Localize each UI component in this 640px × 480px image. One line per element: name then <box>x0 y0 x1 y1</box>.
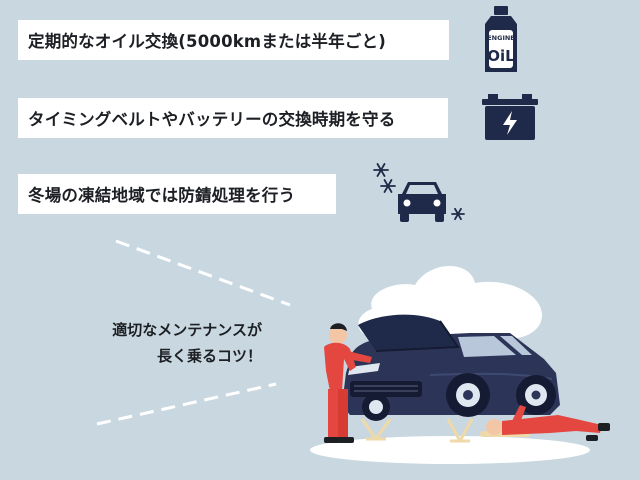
ground-shadow <box>310 436 590 464</box>
car-hood <box>358 314 458 351</box>
oil-label-line1: ENGINE <box>487 34 515 42</box>
snow-car-icon <box>373 163 465 222</box>
oil-label-line2: OiL <box>487 47 515 65</box>
car-wheel <box>362 393 390 421</box>
snowflake-icon <box>380 179 396 193</box>
lying-mechanic <box>480 405 610 441</box>
tip-belt-battery: タイミングベルトやバッテリーの交換時期を守る <box>18 98 448 138</box>
jack-stand <box>446 418 474 443</box>
standing-mechanic <box>324 323 372 443</box>
car-maintenance-illustration <box>310 265 610 464</box>
caption: 適切なメンテナンスが 長く乗るコツ！ <box>62 317 262 369</box>
caption-line2: 長く乗るコツ！ <box>156 347 262 365</box>
car-wheel <box>446 373 490 417</box>
snowflake-icon <box>373 163 389 177</box>
caption-line1: 適切なメンテナンスが <box>112 321 262 339</box>
tip-belt-battery-text: タイミングベルトやバッテリーの交換時期を守る <box>28 110 396 129</box>
car-wheel <box>516 375 556 415</box>
tip-oil-change: 定期的なオイル交換(5000kmまたは半年ごと) <box>18 20 449 60</box>
tip-rustproofing: 冬場の凍結地域では防錆処理を行う <box>18 174 336 214</box>
engine-oil-icon: ENGINE OiL <box>485 6 517 72</box>
snowflake-icon <box>451 207 465 221</box>
tip-rustproofing-text: 冬場の凍結地域では防錆処理を行う <box>28 186 296 205</box>
battery-icon <box>482 94 538 140</box>
jack-stand <box>360 418 392 441</box>
car <box>342 314 560 421</box>
tip-oil-change-text: 定期的なオイル交換(5000kmまたは半年ごと) <box>28 32 386 51</box>
